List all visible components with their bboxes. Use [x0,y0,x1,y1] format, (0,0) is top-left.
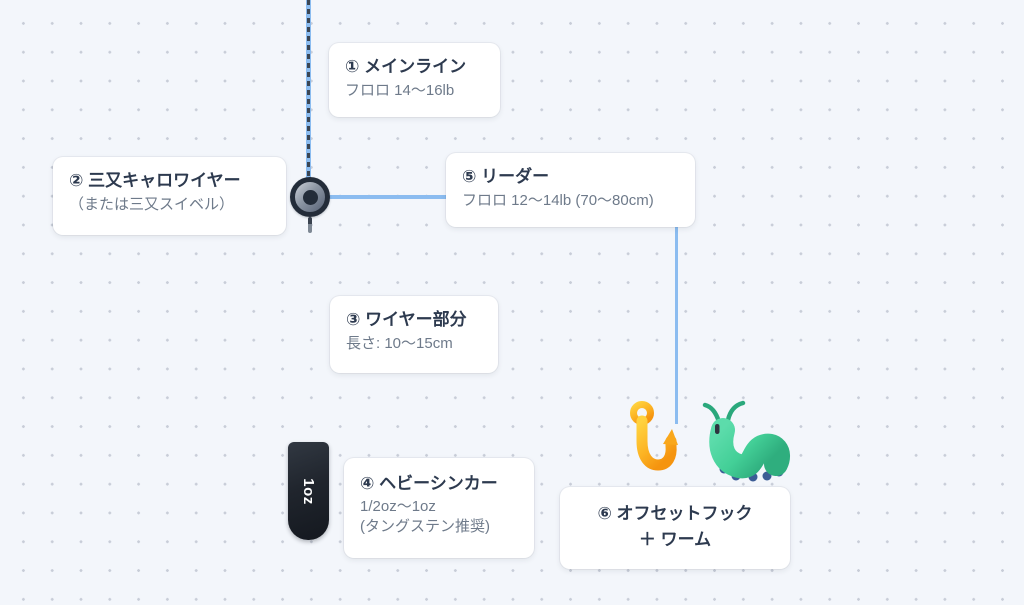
hook-worm-title-line2: ＋ ワーム [638,529,712,549]
sinker-weight-label: 1oz [299,477,317,505]
three-way-title: ② 三又キャロワイヤー [69,171,241,190]
hook-worm-title-line1: ⑥ オフセットフック [597,504,753,523]
wire-section-title: ③ ワイヤー部分 [346,310,467,329]
leader-line-vertical [675,227,678,424]
label-card-mainline: ① メインライン フロロ 14〜16lb [329,43,500,117]
swivel-center-dot [302,189,318,205]
label-card-wire-section: ③ ワイヤー部分 長さ: 10〜15cm [330,296,498,373]
wire-section-subtitle: 長さ: 10〜15cm [346,334,453,352]
leader-line-horizontal [310,195,448,199]
three-way-swivel-icon [290,177,330,217]
worm-icon [698,396,792,486]
mainline-subtitle: フロロ 14〜16lb [345,81,455,99]
leader-subtitle: フロロ 12〜14lb (70〜80cm) [462,191,654,209]
three-way-subtitle: （または三又スイベル） [69,195,235,213]
main-line-dash-overlay [307,0,310,180]
heavy-sinker-title: ④ ヘビーシンカー [360,474,498,493]
heavy-sinker-subtitle: 1/2oz〜1oz [360,497,436,515]
heavy-sinker-note: (タングステン推奨) [360,518,490,536]
fishing-hook-icon [621,399,685,481]
leader-title: ⑤ リーダー [462,167,550,186]
label-card-heavy-sinker: ④ ヘビーシンカー 1/2oz〜1oz (タングステン推奨) [344,458,534,558]
label-card-leader: ⑤ リーダー フロロ 12〜14lb (70〜80cm) [446,153,695,227]
wire-stub [308,217,312,233]
label-card-hook-worm: ⑥ オフセットフック ＋ ワーム [560,487,790,569]
label-card-three-way: ② 三又キャロワイヤー （または三又スイベル） [53,157,286,235]
sinker-shape: 1oz [288,442,329,540]
mainline-title: ① メインライン [345,57,467,76]
